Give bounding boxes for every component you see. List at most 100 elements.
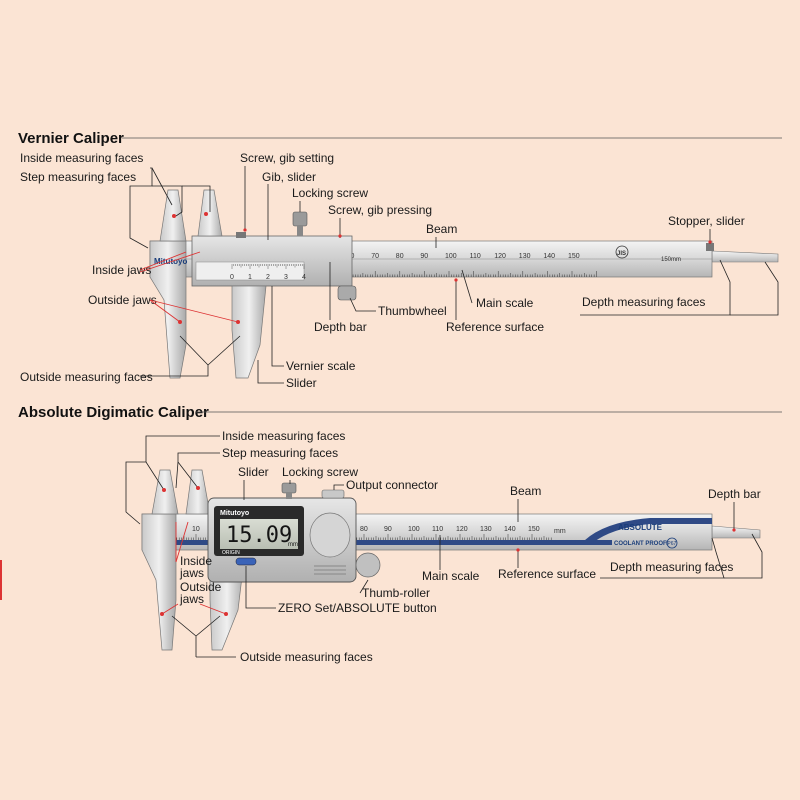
vernier-slider-outside-jaw (231, 285, 267, 379)
d-red-dot-5 (516, 548, 520, 552)
digimatic-ip-rating: IP67 (666, 541, 677, 547)
v-red-outside-jaws-b (149, 299, 239, 323)
vernier-scale-number: 130 (519, 253, 531, 260)
d-label-slider: Slider (238, 465, 269, 479)
v-red-dot-1 (172, 214, 176, 218)
v-label-outside-jaws: Outside jaws (88, 293, 157, 307)
v-leader-slider (257, 360, 284, 384)
digimatic-display-unit: mm (288, 542, 298, 548)
vernier-locking-screw[interactable] (292, 211, 308, 227)
v-label-inside-jaws: Inside jaws (92, 263, 151, 277)
v-red-dot-7 (708, 240, 712, 244)
v-label-reference-surface: Reference surface (446, 320, 544, 334)
v-red-dot-2 (204, 212, 208, 216)
d-red-outside-jaws (161, 603, 179, 615)
digimatic-grip-ridges (314, 565, 346, 575)
d-leader-inside-faces (125, 435, 220, 525)
v-label-inside-measuring-faces: Inside measuring faces (20, 151, 143, 165)
d-leader-step-faces (175, 452, 220, 489)
vernier-stopper (706, 243, 714, 251)
v-red-dot-6 (338, 234, 342, 238)
digimatic-scale-number: 10 (192, 526, 200, 533)
v-label-step-measuring-faces: Step measuring faces (20, 170, 136, 184)
vernier-thumbwheel[interactable] (337, 285, 357, 301)
d-label-inside-measuring-faces: Inside measuring faces (222, 429, 345, 443)
v-leader-outside-faces-b (207, 335, 241, 366)
digimatic-locking-screw[interactable] (281, 482, 297, 494)
v-leader-depth-faces-b (730, 261, 779, 316)
digimatic-coolant-text: COOLANT PROOF (614, 541, 667, 547)
d-label-step-measuring-faces: Step measuring faces (222, 446, 338, 460)
v-leader-step-faces-b (182, 185, 211, 212)
digimatic-section: Absolute Digimatic Caliper 0108090100110… (18, 404, 782, 664)
vernier-vernier-number: 0 (230, 274, 234, 281)
d-label-beam: Beam (510, 484, 541, 498)
v-red-dot-5 (243, 228, 247, 232)
vernier-vernier-number: 1 (248, 274, 252, 281)
vernier-depth-bar-end (711, 250, 779, 263)
digimatic-fixed-outside-jaw (141, 513, 177, 651)
digimatic-locking-screw-stem (286, 493, 292, 499)
d-leader-outside-faces-a (171, 615, 197, 657)
vernier-leader-lines (129, 166, 779, 384)
v-leader-vernier-scale (271, 286, 284, 367)
d-leader-zero-set (245, 566, 276, 609)
vernier-scale-number: 100 (445, 253, 457, 260)
v-leader-outside-faces (140, 335, 209, 377)
vernier-scale-number: 90 (420, 253, 428, 260)
d-label-reference-surface: Reference surface (498, 567, 596, 581)
vernier-scale-number: 120 (494, 253, 506, 260)
digimatic-slider-inside-jaw (185, 469, 211, 515)
digimatic-scale-number: 130 (480, 526, 492, 533)
digimatic-scale-number: 140 (504, 526, 516, 533)
digimatic-output-connector (321, 489, 345, 499)
v-red-dot-8 (454, 278, 458, 282)
digimatic-leader-lines (125, 435, 763, 658)
digimatic-beam-blue-stripe (142, 540, 612, 545)
digimatic-title: Absolute Digimatic Caliper (18, 404, 209, 421)
v-label-slider: Slider (286, 376, 317, 390)
d-leader-depth-faces (600, 537, 725, 579)
v-red-dot-4 (236, 320, 240, 324)
v-label-screw-gib-setting: Screw, gib setting (240, 151, 334, 165)
v-label-locking-screw: Locking screw (292, 186, 368, 200)
d-red-dot-2 (196, 486, 200, 490)
d-label-depth-bar: Depth bar (708, 487, 761, 501)
d-leader-depth-faces-b (724, 533, 763, 579)
d-leader-inside-faces-b (145, 461, 165, 491)
d-label-thumb-roller: Thumb-roller (362, 586, 430, 600)
v-leader-depth-faces (580, 259, 731, 316)
digimatic-scale-number: 80 (360, 526, 368, 533)
vernier-vernier-number: 3 (284, 274, 288, 281)
v-label-depth-measuring-faces: Depth measuring faces (582, 295, 705, 309)
vernier-scale-number: 80 (396, 253, 404, 260)
d-label-outside-measuring-faces: Outside measuring faces (240, 650, 373, 664)
digimatic-display-value: 15.09 (226, 523, 292, 548)
v-red-inside-jaws-b (139, 251, 201, 273)
vernier-scale-number: 110 (470, 253, 481, 260)
vernier-unit-label: 150mm (661, 257, 681, 263)
vernier-scale-number: 70 (371, 253, 379, 260)
d-label-output-connector: Output connector (346, 478, 438, 492)
v-leader-inside-faces-b (151, 167, 173, 206)
v-red-dot-3 (178, 320, 182, 324)
vernier-title: Vernier Caliper (18, 130, 124, 147)
d-label-main-scale: Main scale (422, 569, 480, 583)
d-red-outside-jaws-b (199, 603, 227, 615)
digimatic-brand: Mitutoyo (220, 510, 249, 517)
d-leader-thumb-roller (359, 579, 369, 594)
digimatic-zero-set-button[interactable] (235, 557, 257, 566)
digimatic-scale-number: 120 (456, 526, 468, 533)
digimatic-lcd (220, 519, 298, 549)
vernier-scale-number: 140 (543, 253, 555, 260)
d-leader-outside-faces-b (195, 615, 221, 637)
vernier-jis-badge (615, 245, 629, 259)
digimatic-scale-number: 100 (408, 526, 420, 533)
digimatic-scale-number: 150 (528, 526, 540, 533)
digimatic-unit-mark: mm (554, 528, 566, 535)
d-red-dot-3 (160, 612, 164, 616)
digimatic-thumb-roller[interactable] (355, 552, 381, 578)
v-label-gib-slider: Gib, slider (262, 170, 316, 184)
d-red-dot-4 (224, 612, 228, 616)
